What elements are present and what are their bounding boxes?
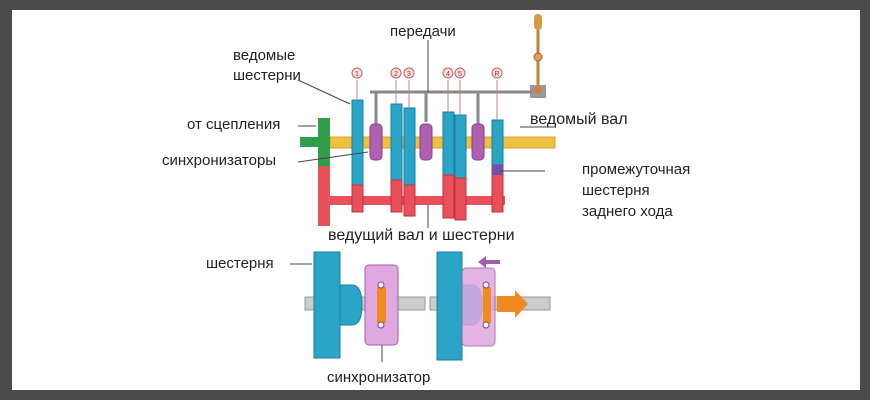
gear-number-label: 2 [394, 71, 398, 78]
label-reverse-idler-1: промежуточная [582, 161, 691, 178]
label-drive-shaft: ведущий вал и шестерни [328, 227, 515, 244]
synchronizer-illustration [304, 251, 551, 361]
gear-number-label: 3 [407, 71, 411, 78]
synchronizer [369, 123, 383, 161]
gear-number-label: 4 [446, 71, 450, 78]
drive-gear-5 [454, 177, 467, 221]
counter-drive-gear [318, 166, 330, 226]
synchronizer [419, 123, 433, 161]
driven-gear-5 [454, 114, 467, 179]
label-synchronizer: синхронизатор [327, 369, 431, 386]
drive-gear-1 [351, 184, 364, 213]
label-reverse-idler-3: заднего хода [582, 203, 673, 220]
drive-gear-3 [403, 184, 416, 217]
input-shaft [300, 137, 325, 147]
leader-lines [290, 79, 555, 362]
label-driven-shaft: ведомый вал [530, 111, 628, 128]
input-gear [318, 118, 330, 168]
slide-arrow [478, 256, 500, 268]
drive-gear-4 [442, 174, 455, 219]
synchronizer [471, 123, 485, 161]
driven-gear-R [491, 119, 504, 166]
label-gear: шестерня [206, 255, 274, 272]
label-driven-gears-2: шестерни [233, 67, 301, 84]
driven-gear-4 [442, 111, 455, 176]
gear-number-badge [351, 67, 363, 79]
label-from-clutch: от сцепления [187, 116, 281, 133]
driven-gear-1 [351, 99, 364, 186]
gear-number-badge [390, 67, 402, 79]
engage-arrow [497, 290, 528, 318]
label-driven-gears-1: ведомые [233, 47, 296, 64]
gear-number-label: 5 [458, 71, 462, 78]
gear-number-label: R [494, 71, 499, 78]
gear-lever [530, 14, 546, 98]
gear-number-badge [491, 67, 503, 79]
selector-rail [370, 40, 532, 125]
driven-gear-2 [390, 103, 403, 181]
drive-gear-2 [390, 179, 403, 213]
gear-number-badge [454, 67, 466, 79]
label-reverse-idler-2: шестерня [582, 182, 650, 199]
label-synchronizers: синхронизаторы [162, 152, 277, 169]
gear-number-badge [403, 67, 415, 79]
driven-gear-3 [403, 107, 416, 186]
reverse-idler-gear [492, 165, 503, 175]
label-gears: передачи [390, 23, 456, 40]
gear-number-label: 1 [355, 71, 359, 78]
gear-number-badge [442, 67, 454, 79]
